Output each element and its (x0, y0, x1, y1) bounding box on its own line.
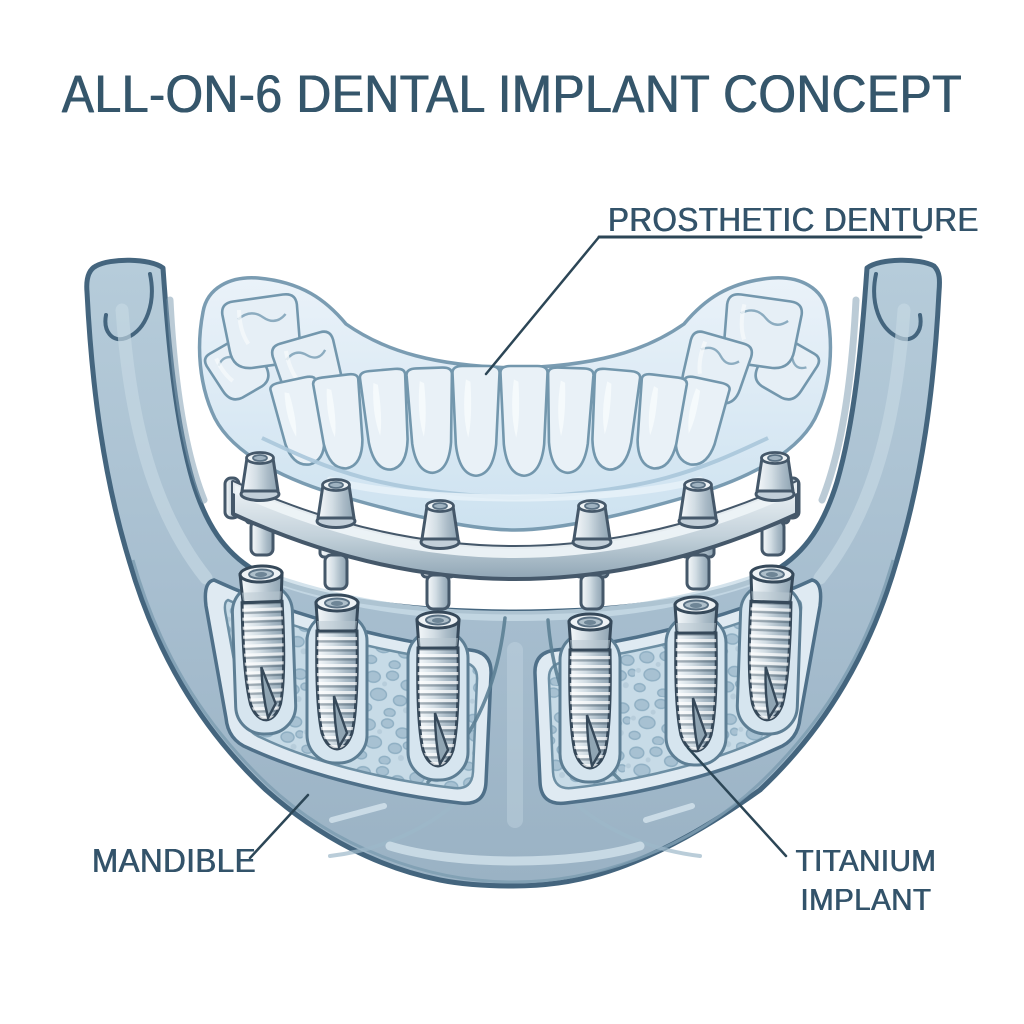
titanium-implant-label-line1: TITANIUM (795, 843, 937, 878)
implant-2 (305, 593, 369, 765)
gum-sheen (326, 476, 704, 502)
implant-4 (558, 612, 622, 784)
bar-abutment (315, 478, 357, 529)
page-title: ALL-ON-6 DENTAL IMPLANT CONCEPT (61, 65, 963, 124)
bar-top-surface (233, 482, 797, 558)
prosthetic-denture (197, 276, 833, 532)
prosthetic-denture-label: PROSTHETIC DENTURE (608, 201, 979, 238)
inner-lower-contour (131, 559, 895, 884)
front-tooth (451, 364, 501, 478)
implant-bar-assembly (223, 451, 801, 611)
bar-abutment (754, 451, 796, 502)
implant-3 (406, 610, 470, 782)
leader-lines (248, 235, 923, 860)
implant-5 (664, 595, 728, 767)
chin-highlight (385, 841, 645, 866)
prosthetic-leader-line (484, 235, 601, 376)
titanium-implant-label: TITANIUM IMPLANT (773, 841, 959, 919)
right-ramus-highlight (813, 303, 911, 585)
left-ramus-shade (166, 296, 208, 504)
front-tooth (499, 364, 549, 478)
body-streak-right (643, 803, 695, 823)
mandible-label: MANDIBLE (92, 842, 257, 879)
bar-abutment (239, 451, 281, 502)
body-streak-left (329, 803, 387, 823)
mandible-leader-line (248, 793, 310, 860)
left-ramus-highlight (115, 303, 213, 585)
bar-abutment (677, 478, 719, 529)
right-ramus-shade (818, 296, 860, 504)
bar-abutment (419, 499, 461, 550)
titanium-leader-line (686, 746, 788, 858)
bar-abutment (571, 499, 613, 550)
titanium-implant-label-line2: IMPLANT (800, 882, 932, 917)
